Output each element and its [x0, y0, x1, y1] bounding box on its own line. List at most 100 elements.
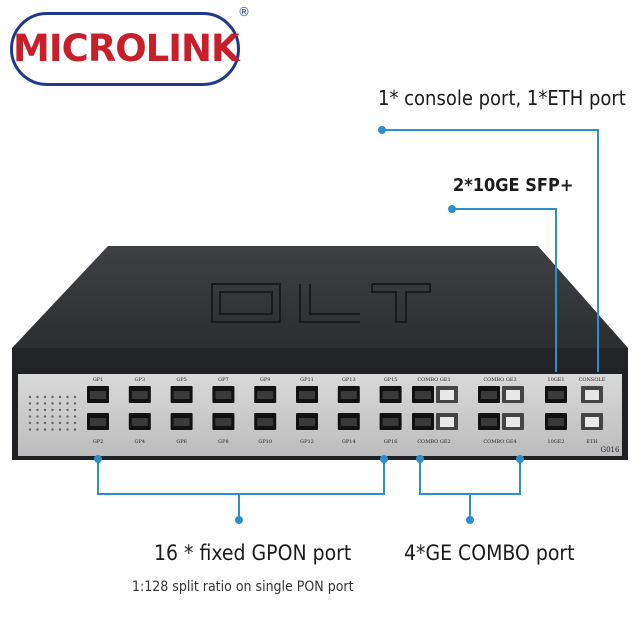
callout-gpon-note: 1:128 split ratio on single PON port — [132, 579, 354, 595]
vent-hole — [73, 421, 77, 425]
combo-label-top: COMBO GE1 — [417, 377, 450, 383]
vent-hole — [28, 402, 32, 405]
vent-hole — [43, 402, 47, 405]
vent-hole — [66, 415, 69, 418]
pon-port-top-cage — [382, 391, 399, 399]
vent-hole — [43, 415, 47, 418]
pon-label-bottom: GP10 — [258, 439, 272, 445]
combo-rj45-top-jack — [440, 390, 454, 400]
vent-hole — [28, 408, 32, 412]
vent-hole — [36, 395, 39, 399]
logo-text: MICROLINK — [13, 27, 240, 70]
vent-hole — [36, 402, 39, 405]
port-group: GP1GP2GP3GP4GP5GP6GP7GP8GP9GP10GP11GP12G… — [87, 377, 620, 454]
combo-sfp-bottom-cage — [415, 418, 431, 426]
combo-label-top: COMBO GE3 — [483, 377, 516, 383]
callout-sfp: 2*10GE SFP+ — [453, 175, 574, 196]
combo-rj45-bottom-jack — [506, 417, 520, 427]
combo-rj45-bottom-jack — [440, 417, 454, 427]
vent-hole — [66, 402, 69, 405]
vent-hole — [51, 395, 54, 399]
pon-label-bottom: GP16 — [384, 439, 398, 445]
pon-port-top-cage — [173, 391, 190, 399]
vent-hole — [58, 415, 62, 418]
model-label: G016 — [601, 446, 620, 454]
pon-port-bottom-cage — [173, 418, 190, 426]
pon-port-bottom-cage — [215, 418, 232, 426]
pon-port-bottom-cage — [382, 418, 399, 426]
uplink-label-top: 10GE1 — [547, 377, 564, 383]
registered-mark: ® — [238, 5, 250, 19]
vent-hole — [66, 421, 69, 425]
vent-hole — [28, 415, 32, 418]
chassis-top — [12, 246, 628, 348]
vent-hole — [58, 421, 62, 425]
combo-sfp-top-cage — [415, 391, 431, 399]
chassis-lip — [12, 348, 628, 368]
eth-label: ETH — [586, 439, 598, 445]
vent-hole — [36, 421, 39, 425]
vent-hole — [36, 415, 39, 418]
vent-hole — [58, 428, 62, 431]
vent-hole — [58, 408, 62, 412]
pon-label-top: GP3 — [135, 377, 146, 383]
console-label: CONSOLE — [579, 377, 606, 383]
pon-port-top-cage — [215, 391, 232, 399]
pon-label-top: GP11 — [300, 377, 314, 383]
pon-label-bottom: GP12 — [300, 439, 314, 445]
pon-label-top: GP9 — [260, 377, 271, 383]
vent-hole — [58, 402, 62, 405]
combo-label-bottom: COMBO GE4 — [483, 439, 516, 445]
vent-hole — [28, 395, 32, 399]
vent-hole — [51, 421, 54, 425]
pon-label-bottom: GP6 — [176, 439, 187, 445]
uplink-sfp-bottom-cage — [548, 418, 564, 426]
pon-port-top-cage — [340, 391, 357, 399]
vent-hole — [73, 402, 77, 405]
pon-label-bottom: GP4 — [135, 439, 146, 445]
vent-hole — [66, 395, 69, 399]
vent-hole — [36, 408, 39, 412]
vent-hole — [28, 421, 32, 425]
vent-hole — [36, 428, 39, 431]
vent-hole — [73, 408, 77, 412]
vent-hole — [66, 408, 69, 412]
callout-console: 1* console port, 1*ETH port — [378, 86, 626, 110]
brand-logo: MICROLINK — [10, 12, 240, 86]
vent-hole — [58, 395, 62, 399]
callout-gpon: 16 * fixed GPON port — [154, 541, 352, 565]
vent-hole — [51, 402, 54, 405]
callout-combo: 4*GE COMBO port — [404, 541, 575, 565]
pon-port-bottom-cage — [340, 418, 357, 426]
combo-sfp-top-cage — [481, 391, 497, 399]
pon-label-bottom: GP14 — [342, 439, 356, 445]
pon-port-bottom-cage — [257, 418, 274, 426]
pon-label-top: GP13 — [342, 377, 356, 383]
vent-hole — [43, 395, 47, 399]
vent-hole — [73, 395, 77, 399]
combo-label-bottom: COMBO GE2 — [417, 439, 450, 445]
olt-top-lettering — [211, 283, 431, 323]
vent-hole — [73, 415, 77, 418]
uplink-sfp-top-cage — [548, 391, 564, 399]
console-port-jack — [585, 390, 599, 400]
pon-port-top-cage — [257, 391, 274, 399]
vent-hole — [51, 408, 54, 412]
callout-lines — [97, 129, 599, 520]
pon-port-top-cage — [299, 391, 315, 399]
pon-label-top: GP5 — [176, 377, 187, 383]
vent-hole — [51, 428, 54, 431]
pon-port-top-cage — [131, 391, 148, 399]
pon-port-bottom-cage — [90, 418, 106, 426]
vent-hole — [43, 428, 47, 431]
pon-label-top: GP1 — [93, 377, 104, 383]
pon-label-bottom: GP2 — [93, 439, 104, 445]
eth-port-jack — [585, 417, 599, 427]
pon-port-top-cage — [90, 391, 106, 399]
pon-port-bottom-cage — [299, 418, 315, 426]
vent-grid — [28, 395, 77, 431]
combo-rj45-top-jack — [506, 390, 520, 400]
uplink-label-bottom: 10GE2 — [547, 439, 564, 445]
vent-hole — [43, 421, 47, 425]
